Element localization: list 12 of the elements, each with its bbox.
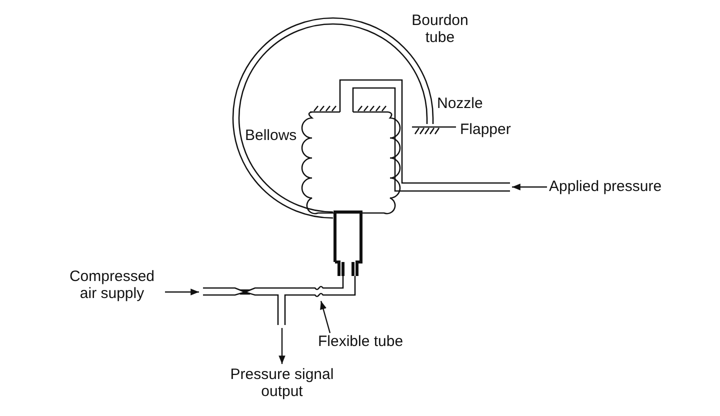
callout-text: Applied pressure xyxy=(549,178,689,195)
part-label: Flapper xyxy=(460,121,512,138)
arrow xyxy=(165,288,199,296)
part-label: Bellows xyxy=(245,127,298,144)
callout-text: Pressure signal output xyxy=(222,366,342,400)
arrow xyxy=(512,184,547,190)
callout-text: Compressed air supply xyxy=(62,268,162,302)
arrow xyxy=(320,300,331,334)
arrow xyxy=(278,328,286,364)
part-label: Bourdon tube xyxy=(410,12,470,46)
part-label: Nozzle xyxy=(437,95,484,112)
callout-text: Flexible tube xyxy=(318,333,418,350)
